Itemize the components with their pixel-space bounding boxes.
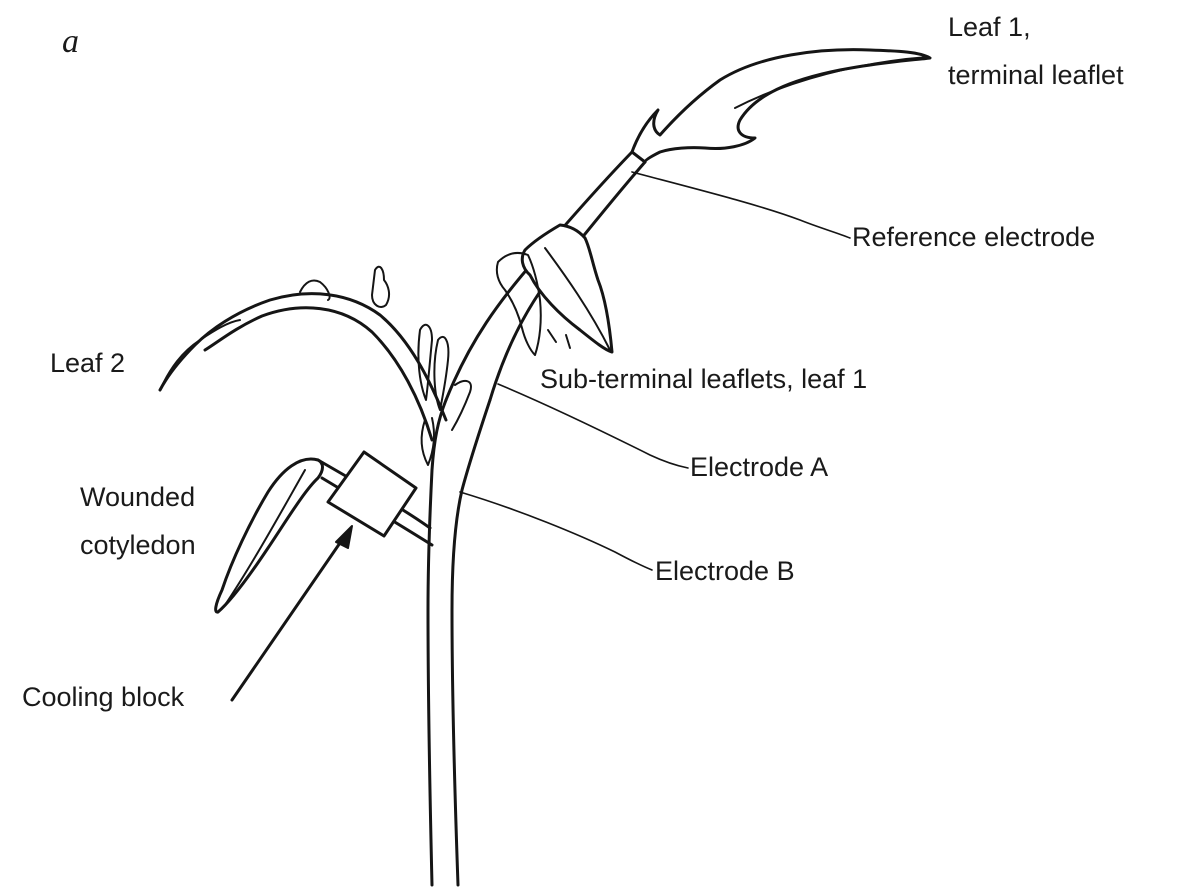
label-subterminal: Sub-terminal leaflets, leaf 1 (540, 364, 867, 394)
label-reference-electrode: Reference electrode (852, 222, 1095, 252)
label-leaf1-line2: terminal leaflet (948, 60, 1124, 90)
cooling-block (328, 452, 416, 536)
leaf1-terminal-leaflet (632, 50, 930, 162)
label-wounded-line1: Wounded (80, 482, 195, 512)
label-leaf1-line1: Leaf 1, (948, 12, 1031, 42)
electrode-a-leader (498, 384, 688, 468)
electrode-b-leader (460, 492, 652, 570)
label-leaf2: Leaf 2 (50, 348, 125, 378)
main-stem (428, 400, 490, 885)
node-leaflets (418, 325, 471, 465)
leaf2 (160, 267, 446, 440)
label-wounded-line2: cotyledon (80, 530, 196, 560)
panel-letter: a (62, 23, 79, 60)
label-electrode-b: Electrode B (655, 556, 795, 586)
reference-electrode-leader (632, 172, 850, 238)
label-electrode-a: Electrode A (690, 452, 828, 482)
label-cooling-block: Cooling block (22, 682, 185, 712)
